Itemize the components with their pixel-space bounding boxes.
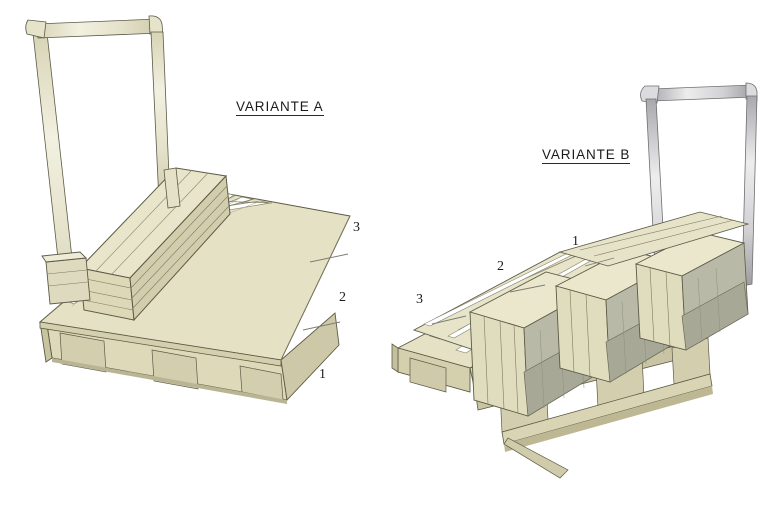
callout-label-a-2: 2 [339,290,346,305]
callout-label-b-2: 2 [497,259,504,274]
bench-back-planks-b [558,211,750,267]
crate [634,231,749,351]
variant-a-drawing [25,15,351,404]
callout-label-b-3: 3 [416,292,423,307]
crate-row-b [468,231,749,417]
callout-leaders-b [431,257,615,325]
variant-b-drawing [391,82,758,479]
variant-b-title: VARIANTE B [542,147,631,164]
callout-label-a-1: 1 [319,367,326,382]
backrest-block-a [41,167,231,322]
pallet-base-a [39,312,340,404]
callout-leaders-a [302,253,349,331]
callout-label-a-3: 3 [353,220,360,235]
callout-label-b-1: 1 [572,234,579,249]
variant-a-title: VARIANTE A [236,99,324,116]
